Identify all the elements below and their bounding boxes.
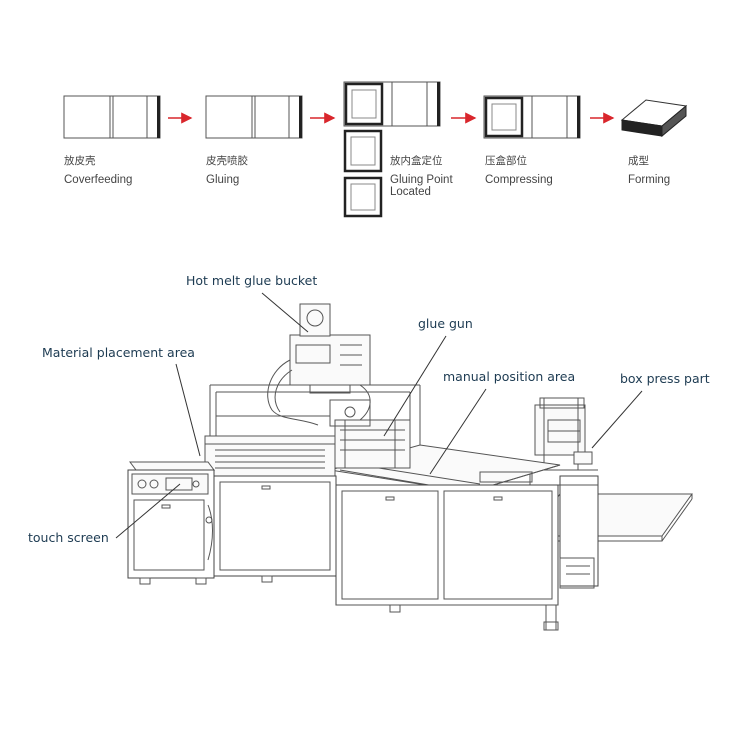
- callout-glue-gun: glue gun: [383, 316, 473, 437]
- step-zh-label: 皮壳喷胶: [206, 154, 248, 167]
- step-en-label: Forming: [628, 174, 670, 186]
- step-en-label: Gluing: [206, 174, 239, 186]
- formed-box-icon: [620, 99, 688, 138]
- material-placement-area-label: Material placement area: [42, 345, 195, 360]
- touch-screen-label: touch screen: [28, 530, 109, 545]
- callouts: Hot melt glue bucket glue gun Material p…: [28, 273, 710, 545]
- output-conveyor: [529, 475, 693, 589]
- machine-drawing: [127, 303, 693, 631]
- step-zh-label: 放内盒定位: [390, 154, 443, 167]
- leader-line: [115, 483, 181, 539]
- step-gluing: 皮壳喷胶 Gluing: [205, 95, 303, 186]
- box-press-part-label: box press part: [620, 371, 710, 386]
- step-en-label-line2: Located: [390, 186, 431, 198]
- base-cabinets: [213, 475, 559, 631]
- glue-gun-gantry: [204, 399, 411, 481]
- inner-box-position-icon: [343, 81, 441, 127]
- callout-manual-position-area: manual position area: [429, 369, 575, 475]
- callout-touch-screen: touch screen: [28, 483, 181, 545]
- step-coverfeeding: 放皮壳 Coverfeeding: [63, 95, 161, 186]
- cover-sheet-icon: [63, 95, 161, 139]
- compressed-box-icon: [483, 95, 581, 139]
- process-flow: 放皮壳 Coverfeeding 皮壳喷胶 Gluing: [63, 81, 688, 218]
- leader-line: [591, 390, 643, 449]
- glue-gun-label: glue gun: [418, 316, 473, 331]
- leader-line: [383, 335, 447, 437]
- inner-box-icon: [343, 129, 383, 173]
- step-gluing-point-located: 放内盒定位 Gluing Point Located: [343, 81, 453, 218]
- control-cabinet: [127, 461, 215, 585]
- step-en-label: Coverfeeding: [64, 174, 132, 186]
- callout-box-press-part: box press part: [591, 371, 710, 449]
- step-zh-label: 压盒部位: [485, 154, 527, 167]
- callout-hot-melt-glue-bucket: Hot melt glue bucket: [186, 273, 317, 333]
- inner-box-icon: [343, 176, 383, 218]
- step-en-label: Gluing Point: [390, 174, 453, 186]
- leader-line: [429, 388, 487, 475]
- leader-line: [261, 292, 309, 333]
- hot-melt-glue-bucket: [267, 303, 371, 426]
- step-zh-label: 放皮壳: [64, 154, 96, 167]
- leader-line: [175, 363, 201, 457]
- step-zh-label: 成型: [628, 154, 649, 167]
- step-forming: 成型 Forming: [620, 99, 688, 186]
- hot-melt-glue-bucket-label: Hot melt glue bucket: [186, 273, 317, 288]
- glued-sheet-icon: [205, 95, 303, 139]
- manual-position-area-label: manual position area: [443, 369, 575, 384]
- step-compressing: 压盒部位 Compressing: [483, 95, 581, 186]
- step-en-label: Compressing: [485, 174, 553, 186]
- callout-material-placement-area: Material placement area: [42, 345, 201, 457]
